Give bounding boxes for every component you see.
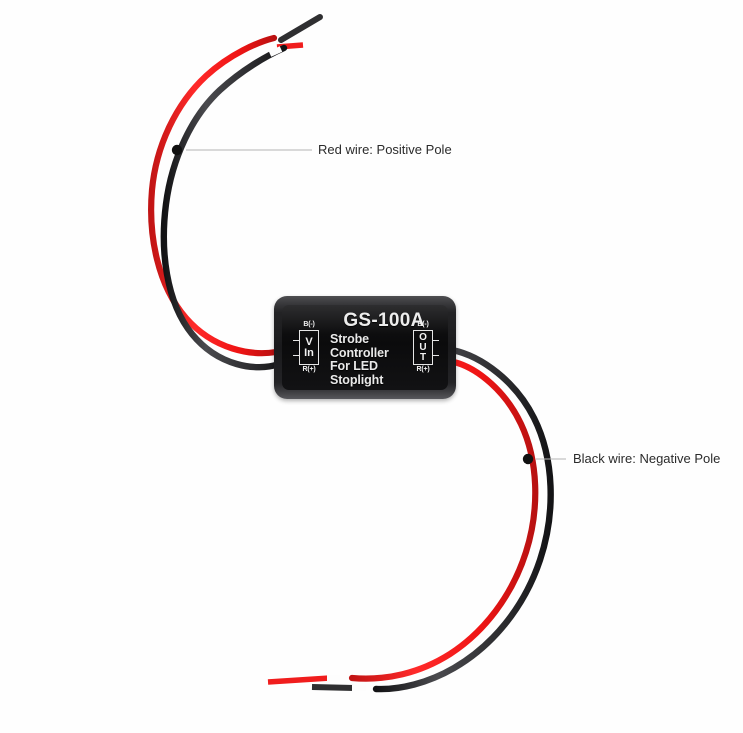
strobe-controller-device: GS-100A Strobe Controller For LED Stopli… xyxy=(274,296,456,399)
marker-dot-red-wire xyxy=(171,144,183,156)
output-box-line-3: T xyxy=(419,351,427,363)
annotation-black-wire: Black wire: Negative Pole xyxy=(573,451,721,466)
device-model-number: GS-100A xyxy=(343,310,425,331)
red-wire-output xyxy=(348,358,539,682)
red-wire-output-tip xyxy=(267,675,331,685)
input-box-line-2: In xyxy=(304,346,314,359)
marker-dot-black-wire xyxy=(522,453,534,465)
black-wire-input-tip xyxy=(278,14,323,43)
desc-line-4: Stoplight xyxy=(330,372,384,387)
output-prong-bottom xyxy=(433,355,439,356)
output-terminal-bottom-label: R(+) xyxy=(416,366,430,373)
output-terminal-top-label: B(-) xyxy=(417,321,429,328)
input-terminal-bottom-label: R(+) xyxy=(302,366,316,373)
desc-line-2: Controller xyxy=(330,345,389,360)
annotation-red-wire: Red wire: Positive Pole xyxy=(318,142,452,157)
desc-line-1: Strobe xyxy=(330,332,369,346)
device-description: Strobe Controller For LED Stoplight xyxy=(330,332,434,387)
black-wire-output xyxy=(372,346,554,693)
desc-line-3: For LED xyxy=(330,359,378,373)
input-prong-bottom xyxy=(293,355,299,356)
red-wire-input xyxy=(148,34,280,357)
output-terminal: B(-) O U T R(+) xyxy=(406,321,440,374)
black-wire-input-strip xyxy=(268,46,283,57)
input-terminal-top-label: B(-) xyxy=(303,321,315,328)
output-box-line-1: O xyxy=(419,331,427,343)
input-terminal-box: V In xyxy=(293,330,319,365)
input-box-line-1: V xyxy=(305,335,313,348)
output-prong-top xyxy=(433,340,439,341)
black-wire-output-tip xyxy=(311,684,355,691)
device-label-panel: GS-100A Strobe Controller For LED Stopli… xyxy=(282,305,448,390)
output-box-line-2: U xyxy=(419,341,427,353)
input-prong-top xyxy=(293,340,299,341)
black-wire-input xyxy=(160,44,288,371)
input-terminal: B(-) V In R(+) xyxy=(292,321,326,374)
output-terminal-box: O U T xyxy=(413,330,439,365)
